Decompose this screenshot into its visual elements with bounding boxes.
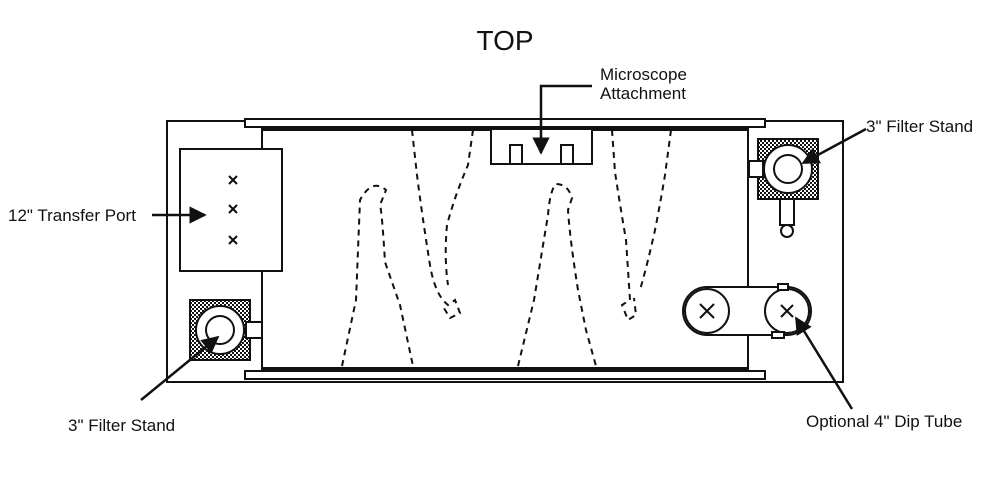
right-glove-pair bbox=[517, 129, 672, 367]
filter-stand-bottom-left-label: 3" Filter Stand bbox=[68, 416, 175, 435]
microscope-arrow bbox=[532, 84, 592, 155]
diagram-title: TOP bbox=[476, 25, 533, 56]
transfer-port-label: 12" Transfer Port bbox=[8, 206, 136, 225]
left-glove-pair bbox=[341, 129, 474, 367]
filter-stand-top-right-label: 3" Filter Stand bbox=[866, 117, 973, 136]
bottom-rail bbox=[244, 370, 766, 380]
filter-stand-top-right-arrow bbox=[801, 127, 867, 165]
microscope-attachment-label-line2: Attachment bbox=[600, 84, 686, 103]
filter-stand-bottom-left-arrow bbox=[140, 335, 220, 401]
dip-tube-assembly bbox=[682, 283, 812, 339]
filter-stand-top-right bbox=[748, 138, 819, 238]
transfer-port bbox=[179, 148, 283, 272]
dip-tube-arrow bbox=[794, 316, 854, 410]
top-rail bbox=[244, 118, 766, 128]
dip-tube-label: Optional 4" Dip Tube bbox=[806, 412, 962, 431]
microscope-attachment-label-line1: Microscope bbox=[600, 65, 687, 84]
